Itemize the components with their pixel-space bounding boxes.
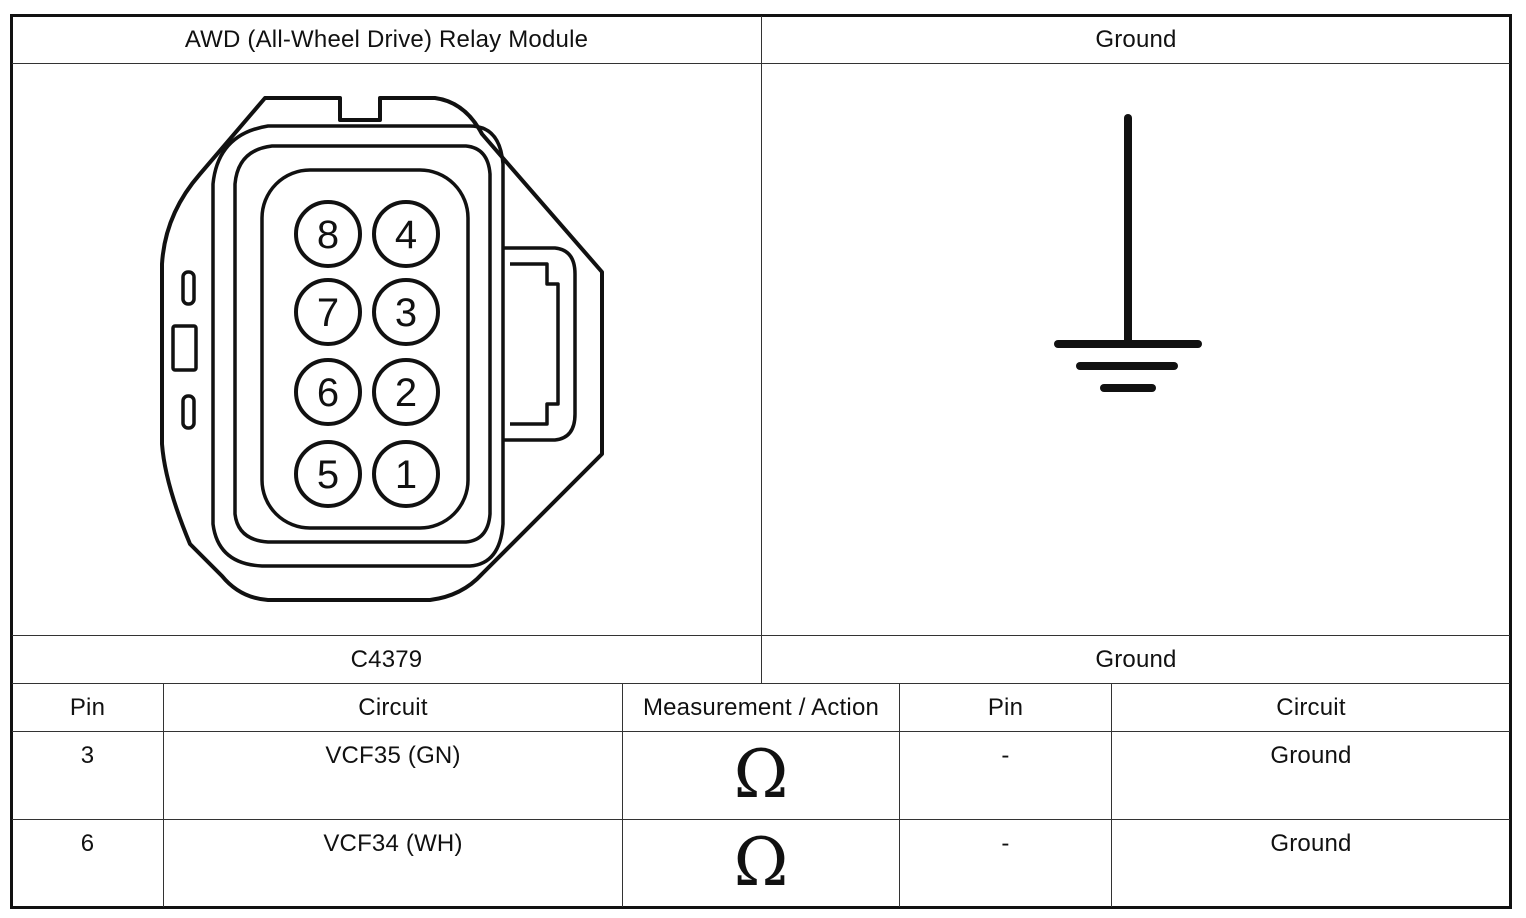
table-header-measurement: Measurement / Action xyxy=(642,693,880,721)
table-header-circuit-2: Circuit xyxy=(1276,693,1346,721)
divider-between-rows xyxy=(12,819,1510,820)
divider-col-3 xyxy=(899,683,900,907)
row-circuit: VCF34 (WH) xyxy=(323,830,463,857)
ohm-icon: Ω xyxy=(733,824,789,901)
row-pin-2: - xyxy=(1001,830,1010,857)
divider-main-vertical xyxy=(761,16,762,683)
row-circuit-2: Ground xyxy=(1270,742,1352,769)
ground-symbol-icon xyxy=(1054,114,1202,392)
divider-above-table-header xyxy=(12,683,1510,684)
pin-label: 8 xyxy=(317,213,339,257)
connector-face-icon: 8 4 7 3 6 2 5 1 xyxy=(160,96,604,602)
ground-title: Ground xyxy=(1095,25,1177,53)
table-header-circuit: Circuit xyxy=(358,693,428,721)
pin-label: 6 xyxy=(317,371,339,415)
table-header-pin: Pin xyxy=(69,693,106,721)
table-header-pin-2: Pin xyxy=(987,693,1024,721)
pin-label: 5 xyxy=(317,453,339,497)
connector-label: C4379 xyxy=(350,645,423,673)
ohm-icon: Ω xyxy=(733,736,789,813)
row-pin: 6 xyxy=(80,830,95,857)
divider-under-table-header xyxy=(12,731,1510,732)
pin-label: 4 xyxy=(395,213,417,257)
row-circuit: VCF35 (GN) xyxy=(325,742,461,769)
divider-col-1 xyxy=(163,683,164,907)
pin-label: 3 xyxy=(395,291,417,335)
pin-label: 7 xyxy=(317,291,339,335)
divider-col-4 xyxy=(1111,683,1112,907)
pin-label: 2 xyxy=(395,371,417,415)
row-pin-2: - xyxy=(1001,742,1010,769)
ground-label: Ground xyxy=(1095,645,1177,673)
row-circuit-2: Ground xyxy=(1270,830,1352,857)
pin-label: 1 xyxy=(395,453,417,497)
module-title: AWD (All-Wheel Drive) Relay Module xyxy=(184,25,589,53)
divider-col-2 xyxy=(622,683,623,907)
row-pin: 3 xyxy=(80,742,95,769)
diagram-frame xyxy=(10,14,1512,909)
